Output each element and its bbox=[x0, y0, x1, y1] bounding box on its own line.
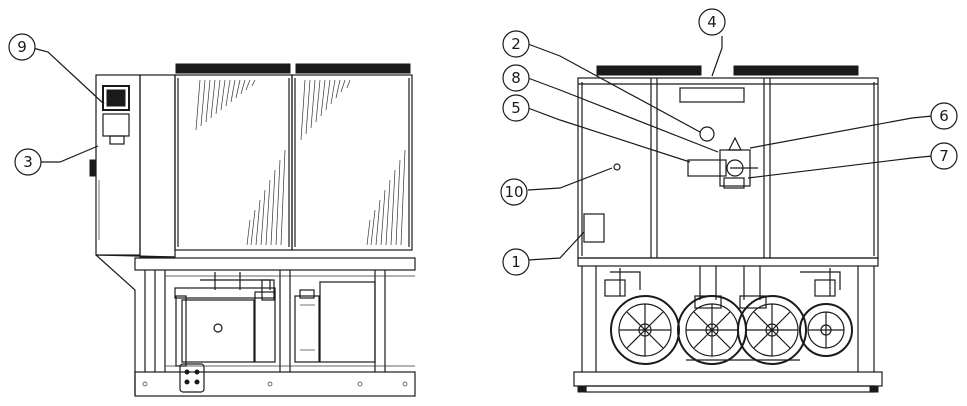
svg-text:2: 2 bbox=[511, 35, 521, 53]
fan-assembly-center-right bbox=[737, 295, 807, 365]
electrical-box bbox=[583, 213, 605, 243]
callout-2: 2 bbox=[502, 30, 530, 58]
coil-hatching-1 bbox=[195, 79, 286, 246]
svg-text:5: 5 bbox=[511, 99, 521, 117]
callout-1: 1 bbox=[502, 248, 530, 276]
front-top-rail bbox=[577, 257, 879, 267]
side-fitting bbox=[89, 159, 97, 177]
top-rail bbox=[134, 257, 416, 271]
display-panel bbox=[102, 85, 130, 111]
callout-9: 9 bbox=[8, 33, 36, 61]
svg-text:10: 10 bbox=[504, 183, 523, 201]
svg-text:6: 6 bbox=[939, 107, 949, 125]
fan-top-left-2 bbox=[295, 63, 411, 74]
fan-assembly-center-left bbox=[677, 295, 747, 365]
front-base-rail bbox=[573, 371, 883, 387]
svg-text:1: 1 bbox=[511, 253, 521, 271]
main-switch-box bbox=[102, 113, 130, 137]
fan-top-left-1 bbox=[175, 63, 291, 74]
callout-3: 3 bbox=[14, 148, 42, 176]
svg-text:8: 8 bbox=[511, 69, 521, 87]
name-plate bbox=[679, 87, 745, 103]
callout-5: 5 bbox=[502, 94, 530, 122]
pump-unit bbox=[179, 363, 205, 393]
front-view bbox=[573, 65, 883, 393]
side-column bbox=[139, 74, 176, 258]
coil-hatching-2 bbox=[300, 79, 406, 246]
side-view bbox=[89, 63, 416, 397]
indicator-light bbox=[699, 126, 715, 142]
fan-top-right-2 bbox=[733, 65, 859, 76]
svg-text:4: 4 bbox=[707, 13, 717, 31]
coil-panel-2 bbox=[291, 74, 413, 251]
warning-triangle bbox=[728, 136, 742, 151]
compressor-body bbox=[181, 299, 255, 363]
gauge-port bbox=[613, 163, 621, 171]
display-screen bbox=[106, 89, 126, 107]
callout-7: 7 bbox=[930, 142, 958, 170]
fan-top-right-1 bbox=[596, 65, 702, 76]
base-rail bbox=[134, 371, 416, 397]
leader-lines bbox=[32, 36, 933, 261]
svg-text:7: 7 bbox=[939, 147, 949, 165]
emergency-stop-box bbox=[687, 159, 727, 177]
callout-4: 4 bbox=[698, 8, 726, 36]
switch-handle bbox=[109, 135, 125, 145]
callout-8: 8 bbox=[502, 64, 530, 92]
fan-assembly-right bbox=[799, 303, 853, 357]
svg-text:3: 3 bbox=[23, 153, 33, 171]
fan-assembly-left bbox=[610, 295, 680, 365]
coil-panel-1 bbox=[174, 74, 293, 251]
evaporator-flange bbox=[294, 295, 320, 363]
callout-6: 6 bbox=[930, 102, 958, 130]
callout-10: 10 bbox=[500, 178, 528, 206]
svg-text:9: 9 bbox=[17, 38, 27, 56]
